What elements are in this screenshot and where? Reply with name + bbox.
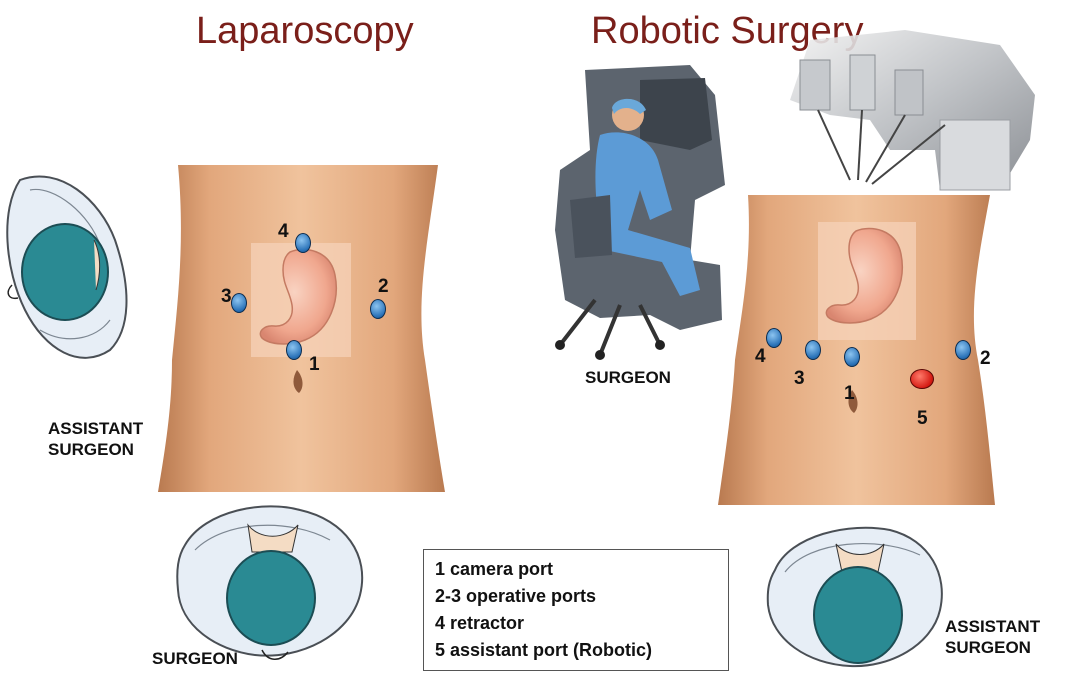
lap-port-3-label: 3	[221, 286, 232, 308]
legend-item-assistant-port: 5 assistant port (Robotic)	[435, 637, 728, 664]
torso-laparoscopy	[158, 165, 445, 492]
rob-port-1-label: 1	[844, 383, 855, 405]
lap-port-4	[295, 233, 311, 253]
lap-port-2-label: 2	[378, 276, 389, 298]
assistant-head-left	[7, 176, 126, 357]
lap-port-4-label: 4	[278, 221, 289, 243]
legend-item-retractor: 4 retractor	[435, 610, 728, 637]
lap-port-1	[286, 340, 302, 360]
lap-port-2	[370, 299, 386, 319]
legend-item-operative-ports: 2-3 operative ports	[435, 583, 728, 610]
surgeon-head-bottom-left	[177, 506, 362, 659]
surgeon-console-label: SURGEON	[585, 367, 671, 388]
rob-port-1	[844, 347, 860, 367]
robot-arms-image	[790, 30, 1035, 190]
lap-port-3	[231, 293, 247, 313]
lap-port-1-label: 1	[309, 354, 320, 376]
surgeon-console-image	[555, 65, 725, 360]
rob-port-3	[805, 340, 821, 360]
legend-box: 1 camera port 2-3 operative ports 4 retr…	[423, 549, 729, 671]
assistant-surgeon-label-right: ASSISTANT SURGEON	[945, 616, 1040, 658]
rob-port-5-label: 5	[917, 408, 928, 430]
legend-item-camera-port: 1 camera port	[435, 556, 728, 583]
assistant-head-right	[768, 528, 942, 666]
rob-port-4	[766, 328, 782, 348]
rob-port-2	[955, 340, 971, 360]
surgeon-label-bottom: SURGEON	[152, 648, 238, 669]
assistant-surgeon-label-left: ASSISTANT SURGEON	[48, 418, 143, 460]
rob-port-4-label: 4	[755, 346, 766, 368]
rob-port-2-label: 2	[980, 348, 991, 370]
rob-port-5	[910, 369, 934, 389]
rob-port-3-label: 3	[794, 368, 805, 390]
